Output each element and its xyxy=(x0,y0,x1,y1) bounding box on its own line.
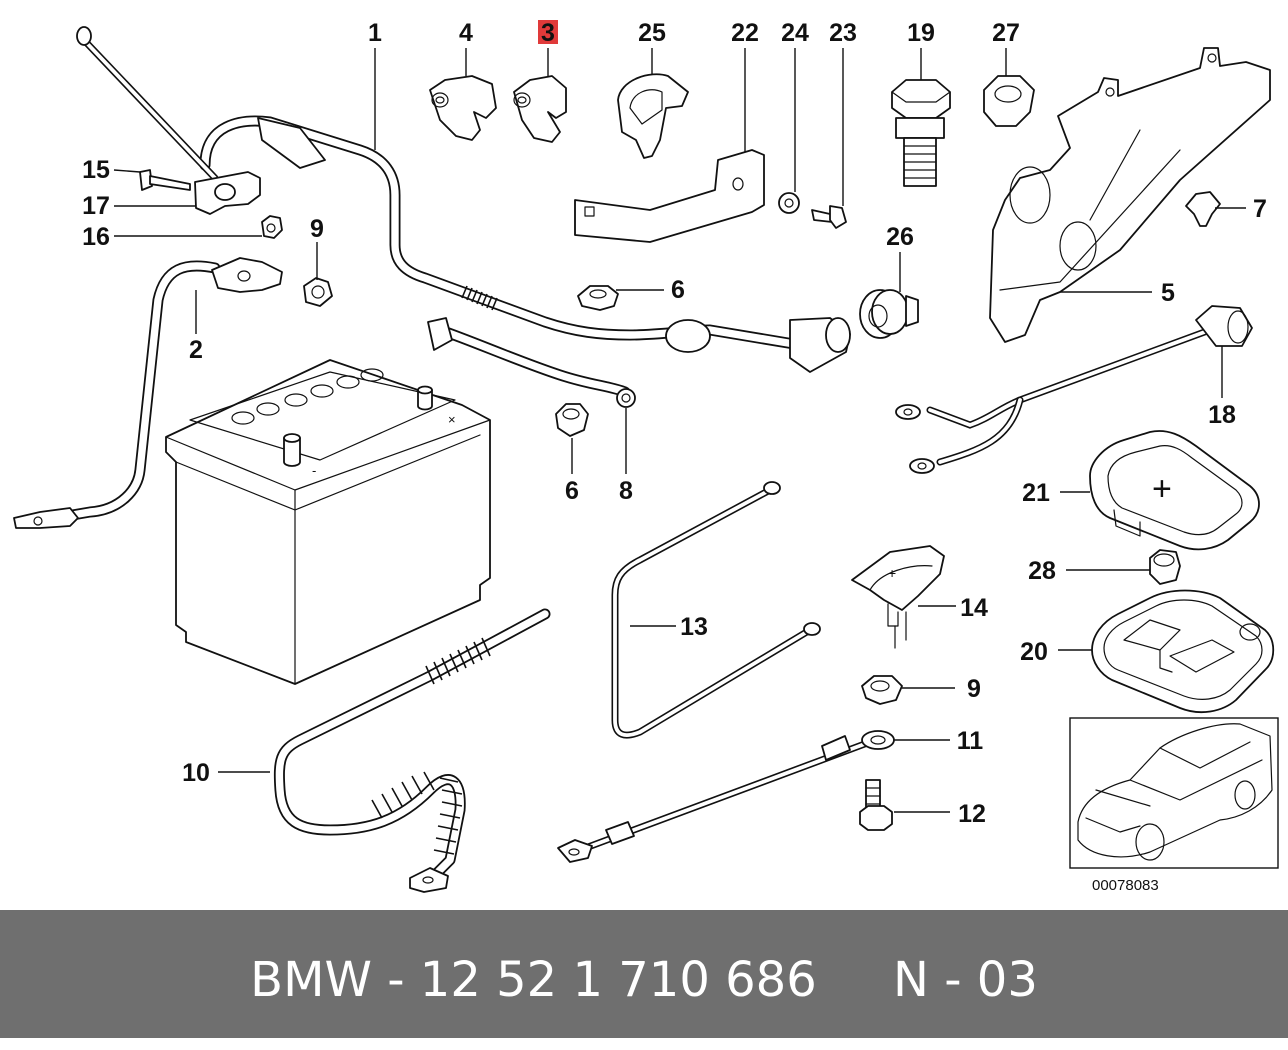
bracket-22 xyxy=(574,149,765,243)
callout-27: 27 xyxy=(992,19,1020,47)
clamp-4 xyxy=(429,75,497,141)
callout-26: 26 xyxy=(886,223,914,251)
nut-16 xyxy=(261,215,283,239)
main-cable-1 xyxy=(199,115,851,373)
cable-2 xyxy=(13,257,283,529)
screw-23 xyxy=(811,205,847,229)
callout-12: 12 xyxy=(958,800,986,828)
part-number-text: BMW - 12 52 1 710 686 N - 03 xyxy=(250,952,1038,1008)
car-inset xyxy=(1069,717,1279,869)
nut-28 xyxy=(1149,549,1181,585)
callout-5: 5 xyxy=(1161,279,1175,307)
nut-27 xyxy=(983,75,1035,127)
nut-9-lower xyxy=(861,675,903,705)
callout-21: 21 xyxy=(1022,479,1050,507)
footer-bar: BMW - 12 52 1 710 686 N - 03 xyxy=(0,910,1288,1038)
cover-14: + xyxy=(851,545,945,649)
callout-4: 4 xyxy=(459,19,473,47)
callout-16: 16 xyxy=(82,223,110,251)
nut-6-lower xyxy=(555,403,589,437)
callout-20: 20 xyxy=(1020,638,1048,666)
callout-9-top: 9 xyxy=(310,215,324,243)
svg-text:+: + xyxy=(888,565,896,581)
cap-21: + xyxy=(1089,430,1260,551)
clip-7 xyxy=(1185,191,1221,227)
clamp-3 xyxy=(513,75,567,143)
callout-8: 8 xyxy=(619,477,633,505)
svg-text:×: × xyxy=(448,412,456,427)
washer-24 xyxy=(778,192,800,214)
callout-23: 23 xyxy=(829,19,857,47)
leader-lines xyxy=(113,48,1246,813)
bolt-19 xyxy=(891,79,951,187)
callout-18: 18 xyxy=(1208,401,1236,429)
callout-1: 1 xyxy=(368,19,382,47)
callout-17: 17 xyxy=(82,192,110,220)
callout-28: 28 xyxy=(1028,557,1056,585)
callout-22: 22 xyxy=(731,19,759,47)
cable-13 xyxy=(611,481,821,739)
holder-25 xyxy=(617,73,689,159)
callout-7: 7 xyxy=(1253,195,1267,223)
cable-11 xyxy=(557,730,895,863)
callout-2: 2 xyxy=(189,336,203,364)
highlight-box-3 xyxy=(538,20,558,44)
nut-6-top xyxy=(577,285,619,311)
svg-text:+: + xyxy=(1152,470,1172,508)
callout-14: 14 xyxy=(960,594,988,622)
diagram-code: 00078083 xyxy=(1092,877,1159,894)
bolt-12 xyxy=(859,779,893,831)
cable-10 xyxy=(273,608,551,893)
bolt-15 xyxy=(139,169,191,191)
terminal-clamp xyxy=(76,26,261,215)
callout-3: 3 xyxy=(541,19,555,47)
callout-6-top: 6 xyxy=(671,276,685,304)
base-20 xyxy=(1091,589,1275,714)
cover-plate-5 xyxy=(989,47,1271,343)
grommet-26 xyxy=(859,289,919,339)
svg-text:-: - xyxy=(312,463,316,478)
callout-13: 13 xyxy=(680,613,708,641)
cable-8 xyxy=(427,317,636,408)
callout-10: 10 xyxy=(182,759,210,787)
battery: × - xyxy=(165,359,491,685)
callout-6-lower: 6 xyxy=(565,477,579,505)
cable-18 xyxy=(895,305,1253,474)
callout-19: 19 xyxy=(907,19,935,47)
callout-24: 24 xyxy=(781,19,809,47)
nut-9-top xyxy=(303,277,333,307)
parts-diagram: × - xyxy=(13,19,1279,894)
callout-25: 25 xyxy=(638,19,666,47)
callout-9-lower: 9 xyxy=(967,675,981,703)
callout-15: 15 xyxy=(82,156,110,184)
callout-labels: 1 4 3 25 22 24 23 19 27 15 17 16 9 7 26 … xyxy=(82,19,1267,828)
callout-11: 11 xyxy=(957,727,984,755)
